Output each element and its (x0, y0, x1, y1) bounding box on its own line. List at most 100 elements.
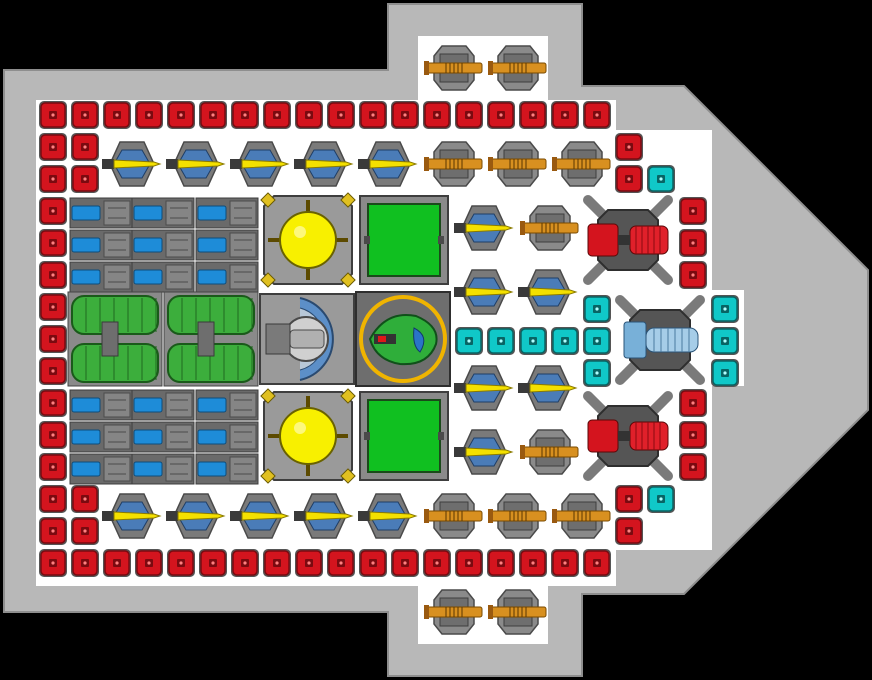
red-armor-block[interactable] (679, 197, 707, 225)
thruster[interactable] (358, 141, 418, 187)
red-armor-block[interactable] (231, 101, 259, 129)
red-armor-block[interactable] (551, 549, 579, 577)
red-armor-block[interactable] (327, 101, 355, 129)
cyan-armor-block[interactable] (711, 295, 739, 323)
gyro-module[interactable] (259, 293, 355, 385)
red-armor-block[interactable] (615, 165, 643, 193)
red-armor-block[interactable] (263, 101, 291, 129)
red-armor-block[interactable] (135, 101, 163, 129)
red-armor-block[interactable] (679, 389, 707, 417)
red-armor-block[interactable] (39, 421, 67, 449)
thruster[interactable] (454, 365, 514, 411)
red-armor-block[interactable] (39, 197, 67, 225)
red-armor-block[interactable] (359, 549, 387, 577)
red-armor-block[interactable] (423, 549, 451, 577)
shield-generator[interactable] (359, 391, 449, 481)
cyan-armor-block[interactable] (583, 327, 611, 355)
red-armor-block[interactable] (615, 517, 643, 545)
fuel-tank[interactable] (163, 291, 259, 387)
red-armor-block[interactable] (39, 549, 67, 577)
red-armor-block[interactable] (39, 517, 67, 545)
red-armor-block[interactable] (199, 101, 227, 129)
battery[interactable] (131, 197, 195, 229)
thruster[interactable] (102, 493, 162, 539)
battery[interactable] (131, 229, 195, 261)
red-armor-block[interactable] (359, 101, 387, 129)
cannon[interactable] (488, 45, 547, 91)
red-armor-block[interactable] (39, 229, 67, 257)
cannon[interactable] (552, 493, 611, 539)
red-armor-block[interactable] (263, 549, 291, 577)
red-armor-block[interactable] (71, 549, 99, 577)
battery[interactable] (131, 453, 195, 485)
red-armor-block[interactable] (455, 101, 483, 129)
red-armor-block[interactable] (135, 549, 163, 577)
red-armor-block[interactable] (103, 549, 131, 577)
battery[interactable] (131, 421, 195, 453)
red-armor-block[interactable] (455, 549, 483, 577)
thruster[interactable] (518, 365, 578, 411)
battery[interactable] (69, 421, 133, 453)
cannon[interactable] (520, 205, 579, 251)
red-armor-block[interactable] (391, 101, 419, 129)
cyan-armor-block[interactable] (487, 327, 515, 355)
cyan-armor-block[interactable] (647, 485, 675, 513)
battery[interactable] (195, 261, 259, 293)
red-armor-block[interactable] (71, 165, 99, 193)
red-armor-block[interactable] (679, 229, 707, 257)
red-armor-block[interactable] (39, 293, 67, 321)
red-armor-block[interactable] (231, 549, 259, 577)
thruster[interactable] (230, 141, 290, 187)
battery[interactable] (69, 229, 133, 261)
cannon[interactable] (424, 493, 483, 539)
red-turret[interactable] (583, 195, 673, 285)
red-armor-block[interactable] (327, 549, 355, 577)
thruster[interactable] (518, 269, 578, 315)
thruster[interactable] (454, 269, 514, 315)
red-armor-block[interactable] (71, 517, 99, 545)
red-armor-block[interactable] (615, 133, 643, 161)
fuel-tank[interactable] (67, 291, 163, 387)
red-armor-block[interactable] (583, 549, 611, 577)
cyan-armor-block[interactable] (583, 295, 611, 323)
red-armor-block[interactable] (519, 549, 547, 577)
cannon[interactable] (488, 141, 547, 187)
red-armor-block[interactable] (71, 485, 99, 513)
thruster[interactable] (454, 205, 514, 251)
red-armor-block[interactable] (39, 453, 67, 481)
cannon[interactable] (552, 141, 611, 187)
reactor[interactable] (260, 388, 356, 484)
red-armor-block[interactable] (551, 101, 579, 129)
red-armor-block[interactable] (103, 101, 131, 129)
battery[interactable] (69, 197, 133, 229)
cannon[interactable] (488, 589, 547, 635)
red-armor-block[interactable] (423, 101, 451, 129)
blue-turret[interactable] (615, 295, 705, 385)
cannon[interactable] (424, 45, 483, 91)
red-armor-block[interactable] (39, 261, 67, 289)
reactor[interactable] (260, 192, 356, 288)
red-armor-block[interactable] (615, 485, 643, 513)
cyan-armor-block[interactable] (551, 327, 579, 355)
red-armor-block[interactable] (71, 101, 99, 129)
red-armor-block[interactable] (583, 101, 611, 129)
cannon[interactable] (488, 493, 547, 539)
cannon[interactable] (424, 589, 483, 635)
thruster[interactable] (230, 493, 290, 539)
red-armor-block[interactable] (679, 261, 707, 289)
red-armor-block[interactable] (39, 133, 67, 161)
battery[interactable] (69, 389, 133, 421)
battery[interactable] (195, 389, 259, 421)
battery[interactable] (69, 261, 133, 293)
battery[interactable] (195, 453, 259, 485)
battery[interactable] (131, 261, 195, 293)
command-module[interactable] (355, 291, 451, 387)
cyan-armor-block[interactable] (711, 359, 739, 387)
shield-generator[interactable] (359, 195, 449, 285)
red-armor-block[interactable] (487, 101, 515, 129)
red-armor-block[interactable] (39, 485, 67, 513)
red-armor-block[interactable] (167, 101, 195, 129)
red-armor-block[interactable] (167, 549, 195, 577)
cannon[interactable] (424, 141, 483, 187)
